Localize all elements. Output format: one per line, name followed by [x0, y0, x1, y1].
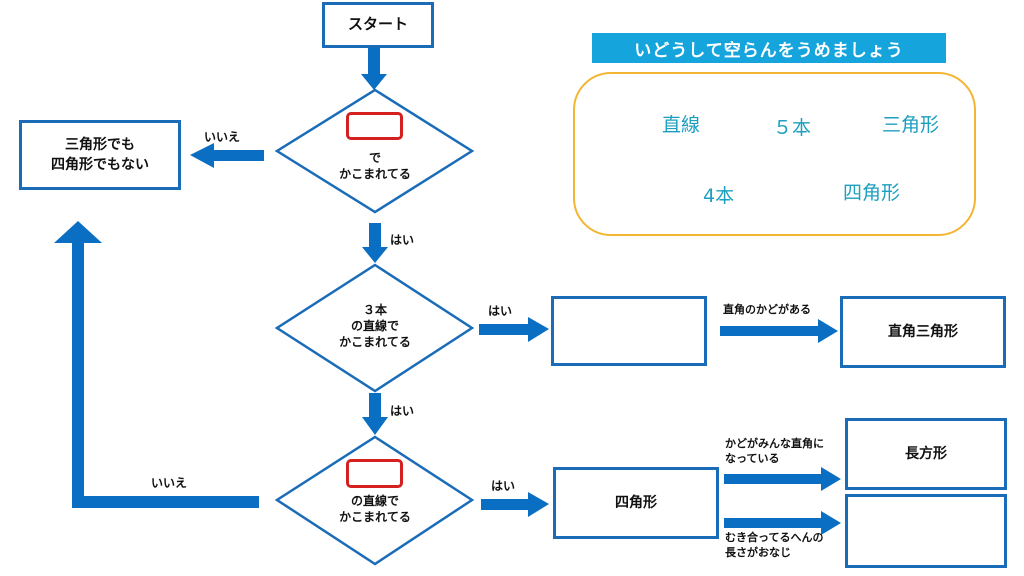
answer-rectangle-label: 長方形: [905, 445, 947, 462]
label-equal-sides-line1: むき合ってるへんの: [725, 531, 824, 544]
label-all-right-line1: かどがみんな直角に: [725, 437, 824, 450]
arrow-q3-no: [54, 221, 259, 508]
arrow-q1-no: [190, 143, 264, 168]
q1-line2: かこまれてる: [339, 167, 411, 182]
q3-text: の直線で かこまれてる: [339, 493, 411, 525]
q2-line1: ３本: [362, 303, 388, 317]
blank-slot-2[interactable]: [346, 459, 403, 488]
word-card-triangle[interactable]: 三角形: [882, 114, 940, 136]
label-all-right-line2: なっている: [725, 451, 780, 465]
arrow-start-to-q1: [361, 48, 387, 90]
start-label: スタート: [347, 15, 408, 34]
answer-blank-triangle[interactable]: [551, 296, 707, 366]
label-yes-1: はい: [390, 233, 415, 247]
word-card-straight-line[interactable]: 直線: [662, 114, 701, 136]
blank-slot-1[interactable]: [346, 112, 403, 140]
answer-neither-line2: 四角形でもない: [51, 157, 149, 173]
q3-line2: かこまれてる: [339, 510, 411, 525]
q1-line1: で: [368, 151, 382, 165]
label-yes-3: はい: [390, 404, 415, 418]
answer-right-triangle-label: 直角三角形: [888, 323, 958, 340]
instruction-text: いどうして空らんをうめましょう: [634, 40, 904, 61]
q2-line2: の直線で: [350, 319, 400, 334]
label-equal-sides-line2: 長さがおなじ: [725, 545, 791, 559]
answer-quadrilateral-label: 四角形: [615, 494, 657, 511]
word-card-five[interactable]: ５本: [773, 117, 812, 139]
label-yes-2: はい: [488, 304, 513, 318]
answer-rectangle: 長方形: [845, 418, 1007, 490]
arrow-q2-to-q3: [362, 393, 388, 435]
arrow-q1-to-q2: [362, 223, 388, 263]
q3-line1: の直線で: [350, 494, 400, 508]
answer-quadrilateral: 四角形: [553, 467, 719, 539]
word-card-four[interactable]: 4本: [703, 185, 735, 207]
answer-blank-quadrilateral[interactable]: [845, 494, 1007, 568]
answer-neither: 三角形でも 四角形でもない: [19, 120, 181, 190]
q1-text: で かこまれてる: [339, 150, 411, 182]
answer-right-triangle: 直角三角形: [840, 296, 1006, 368]
label-right-corner: 直角のかどがある: [723, 303, 811, 316]
q2-text: ３本 の直線で かこまれてる: [339, 302, 411, 351]
label-no-1: いいえ: [204, 130, 241, 144]
label-equal-sides: むき合ってるへんの 長さがおなじ: [725, 531, 823, 561]
decision-diamond-3: [274, 435, 475, 566]
start-box: スタート: [322, 2, 434, 48]
arrow-all-right-angles: [724, 467, 841, 491]
instruction-banner: いどうして空らんをうめましょう: [592, 33, 946, 63]
arrow-q3-yes: [481, 492, 549, 517]
arrow-q2-yes: [479, 317, 549, 342]
label-no-2: いいえ: [151, 476, 188, 490]
word-bank: [573, 72, 976, 236]
q2-line3: かこまれてる: [339, 335, 411, 350]
decision-diamond-2: [274, 263, 475, 393]
decision-diamond-1: [274, 88, 475, 214]
answer-neither-line1: 三角形でも: [65, 136, 135, 153]
arrow-equal-sides: [724, 511, 841, 535]
word-card-quadrilateral[interactable]: 四角形: [843, 182, 901, 204]
label-all-right-angles: かどがみんな直角に なっている: [725, 437, 824, 467]
label-yes-4: はい: [491, 479, 516, 493]
arrow-right-corner: [720, 319, 838, 343]
